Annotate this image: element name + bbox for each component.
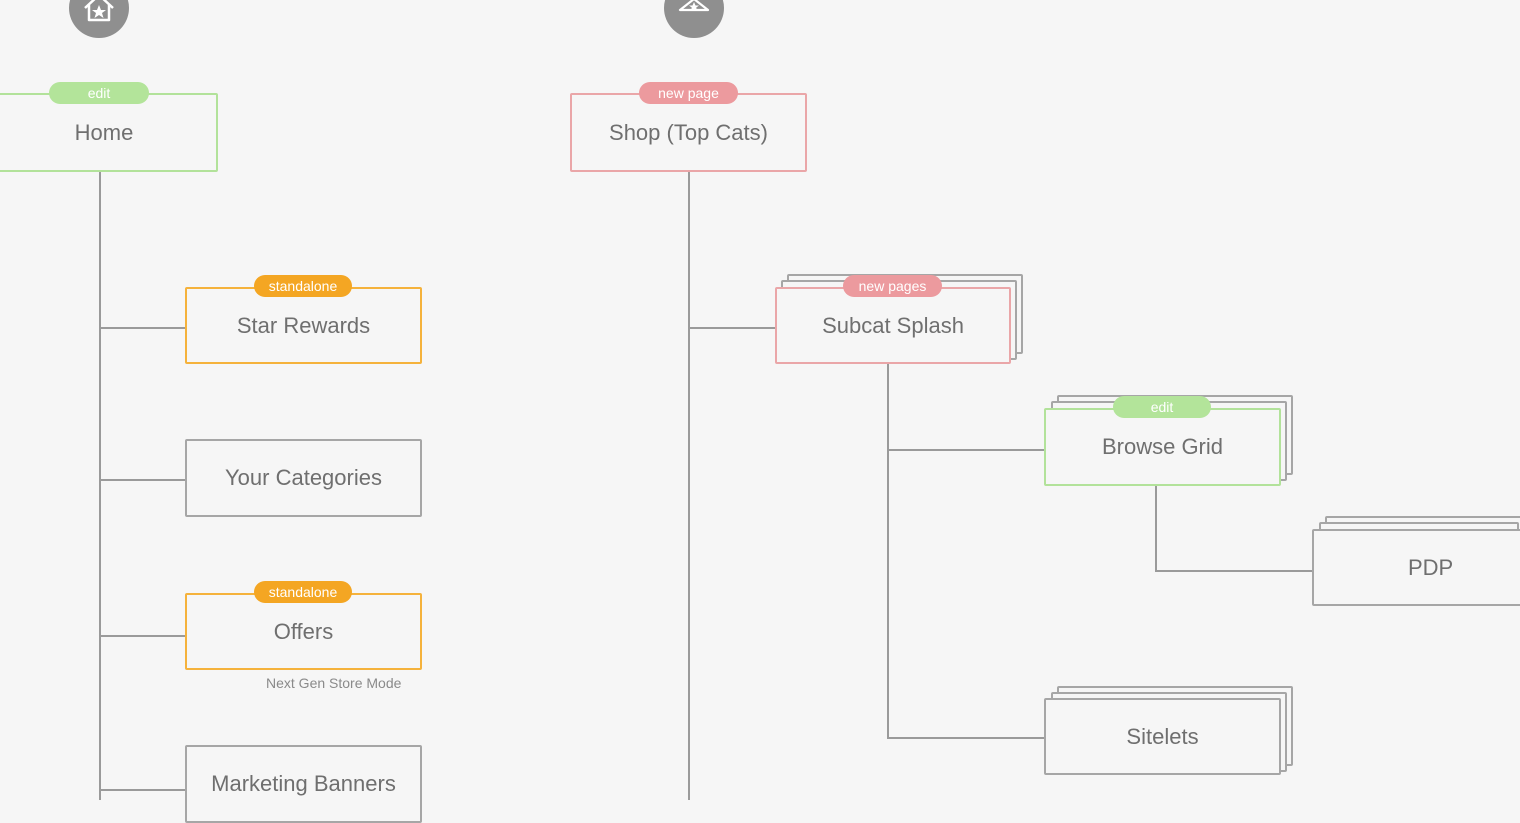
connector-lines [99, 172, 1313, 800]
home-star-icon [69, 0, 129, 38]
pdp-label: PDP [1408, 554, 1454, 580]
star-rewards-standalone-badge: standalone [254, 275, 352, 297]
marketing-banners-node[interactable]: Marketing Banners [185, 745, 422, 823]
home-node[interactable]: Home [0, 93, 218, 172]
shop-new-page-badge: new page [639, 82, 738, 104]
subcat-splash-node[interactable]: Subcat Splash [775, 287, 1011, 364]
your-categories-label: Your Categories [225, 465, 382, 490]
subcat-trunk-line [887, 364, 1045, 739]
offers-label: Offers [273, 618, 334, 644]
browse-grid-label: Browse Grid [1101, 434, 1224, 459]
star-rewards-label: Star Rewards [236, 312, 371, 338]
home-edit-badge: edit [49, 82, 149, 104]
sitelets-label: Sitelets [1126, 723, 1199, 749]
star-rewards-node[interactable]: Star Rewards [185, 287, 422, 364]
hanger-star-icon [664, 0, 724, 38]
shop-top-cats-label: Shop (Top Cats) [609, 119, 768, 145]
browse-grid-node[interactable]: Browse Grid [1044, 408, 1281, 486]
connector-pdp [1155, 486, 1313, 572]
browse-grid-edit-badge: edit [1113, 396, 1211, 418]
shop-top-cats-node[interactable]: Shop (Top Cats) [570, 93, 807, 172]
subcat-splash-label: Subcat Splash [822, 312, 964, 338]
home-node-label: Home [74, 119, 134, 145]
offers-node[interactable]: Offers [185, 593, 422, 670]
marketing-banners-label: Marketing Banners [211, 771, 396, 796]
pdp-node[interactable]: PDP [1312, 529, 1520, 606]
offers-standalone-badge: standalone [254, 581, 352, 603]
your-categories-node[interactable]: Your Categories [185, 439, 422, 517]
offers-note: Next Gen Store Mode [266, 675, 402, 691]
subcat-new-pages-badge: new pages [843, 275, 942, 297]
sitelets-node[interactable]: Sitelets [1044, 698, 1281, 775]
